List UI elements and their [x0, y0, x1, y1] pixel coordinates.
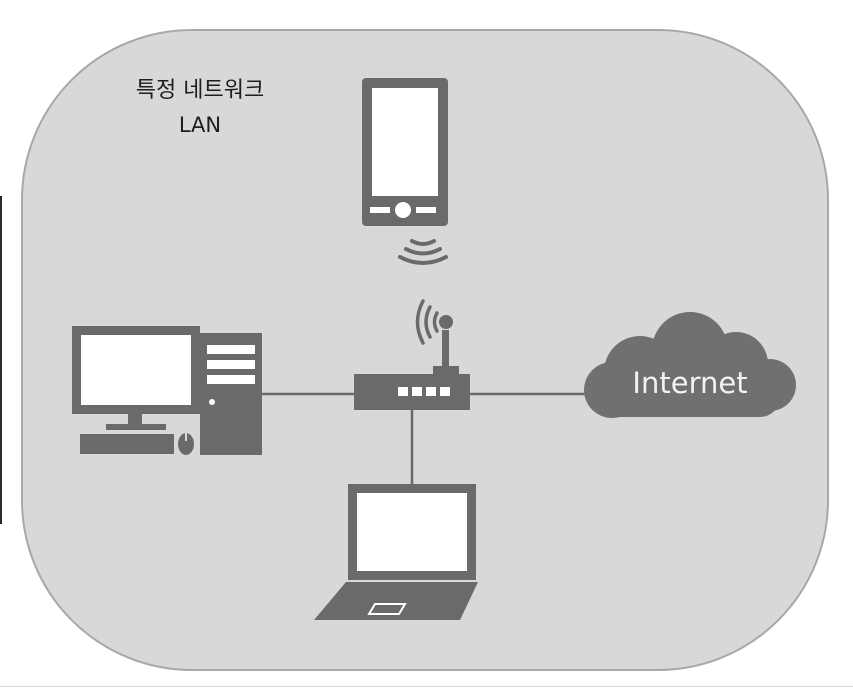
network-links [262, 392, 592, 488]
smartphone-icon [362, 78, 448, 265]
left-window-edge [0, 196, 2, 524]
desktop-computer-icon [72, 326, 262, 455]
network-type-label: LAN [178, 113, 222, 137]
internet-label: Internet [632, 366, 747, 400]
bottom-divider [0, 686, 853, 687]
router-wireless-signal-icon [415, 299, 439, 345]
laptop-icon [314, 484, 478, 620]
internet-cloud-icon: Internet [584, 312, 796, 418]
network-name-label: 특정 네트워크 [135, 78, 265, 103]
phone-wireless-signal-icon [398, 239, 448, 265]
wireless-router-icon [354, 299, 470, 410]
lan-zone [21, 29, 829, 671]
